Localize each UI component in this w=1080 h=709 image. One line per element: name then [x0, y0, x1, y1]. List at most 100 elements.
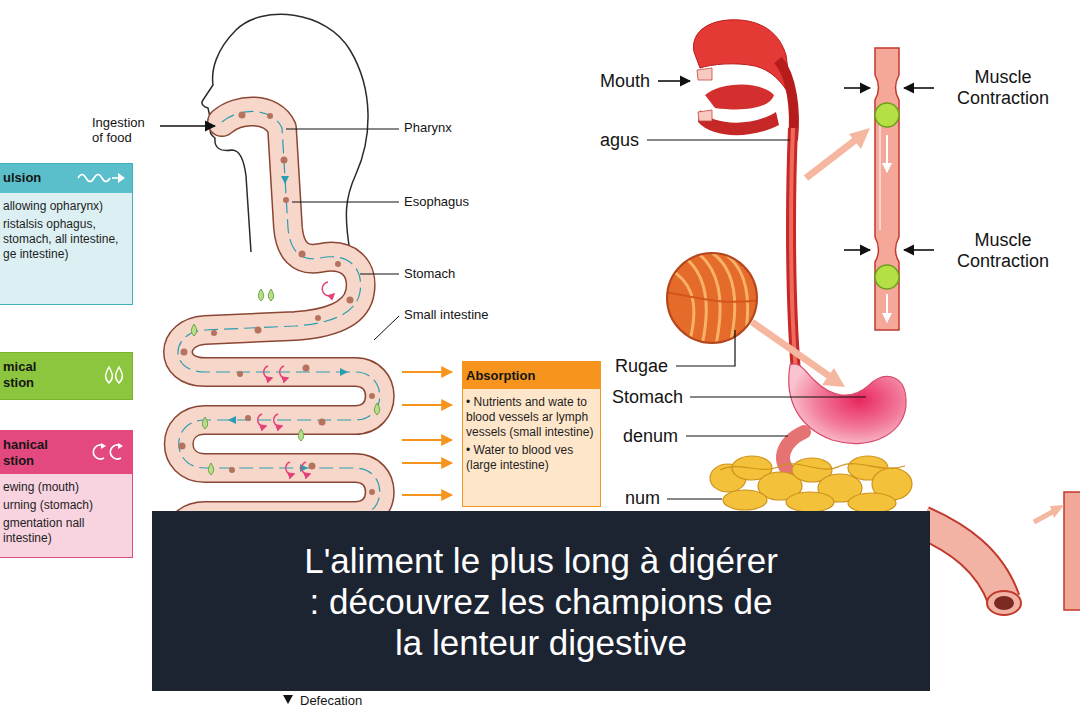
rugae-detail	[667, 253, 757, 343]
flow-arrowhead	[228, 416, 236, 424]
esophagus	[791, 128, 796, 372]
contraction-arrow	[904, 249, 934, 251]
food-particle	[267, 113, 273, 119]
part-label: Esophagus	[404, 195, 469, 210]
absorption-arrow	[402, 404, 452, 406]
rugae-detail	[666, 250, 761, 345]
part-label: Muscle Contraction	[948, 67, 1058, 108]
panel-heading: hanical stion	[3, 437, 69, 468]
large-intestine-detail	[922, 492, 1080, 615]
rugae-detail	[667, 253, 757, 343]
food-particle	[335, 261, 341, 267]
part-label: Small intestine	[404, 308, 489, 323]
part-label: Muscle Contraction	[948, 230, 1058, 271]
panel-text: urning (stomach)	[3, 498, 128, 513]
large-intestine-detail	[994, 596, 1014, 610]
muscle-tube	[875, 265, 899, 289]
panel-heading: mical stion	[3, 359, 55, 390]
muscle-tube	[886, 135, 888, 172]
mechanical-arrow	[258, 414, 266, 426]
panel-body	[0, 398, 132, 400]
food-particle	[347, 297, 354, 304]
leader-line	[667, 498, 722, 499]
leader-line	[676, 330, 735, 366]
panel-text: ewing (mouth)	[3, 480, 128, 495]
large-intestine-detail	[922, 522, 1004, 600]
muscle-tube	[886, 294, 888, 322]
part-label: Mouth	[600, 71, 650, 92]
chemical-drop	[298, 429, 303, 441]
mouth-organ	[694, 20, 794, 140]
food-particle	[309, 463, 316, 470]
mechanical-arrow	[322, 282, 334, 296]
food-particle	[211, 330, 217, 336]
esophagus	[791, 128, 796, 372]
chemical-drop	[191, 324, 196, 336]
panel-icon	[78, 173, 125, 183]
propulsion-panel: ulsion allowing opharynx)ristalsis ophagu…	[0, 163, 133, 305]
panel-icon	[93, 443, 123, 459]
food-particle	[369, 489, 375, 495]
mouth-organ	[697, 68, 712, 80]
contraction-arrow	[844, 88, 934, 250]
digestive-tract	[178, 111, 380, 516]
pointer-arrow	[822, 368, 845, 387]
pointer-arrow	[849, 128, 870, 149]
food-particle	[179, 112, 376, 519]
chemical-drop	[191, 289, 379, 475]
digestive-tract	[178, 111, 380, 560]
chemical-drop	[258, 289, 263, 301]
food-particle	[319, 419, 326, 426]
panel-icon	[106, 367, 123, 383]
leader-line	[647, 81, 866, 499]
part-label: Defecation	[300, 694, 362, 708]
rugae-detail	[708, 250, 735, 345]
leader-line	[286, 129, 399, 130]
absorption-arrow	[402, 462, 452, 464]
title-banner: L'aliment le plus long à digérer : décou…	[152, 511, 930, 691]
part-label: agus	[600, 130, 639, 151]
leader-line	[374, 316, 399, 340]
chemical-drop	[208, 463, 213, 475]
leader-line	[160, 126, 399, 340]
food-particle	[303, 365, 310, 372]
food-particle	[239, 112, 246, 119]
pointer-arrow	[752, 322, 832, 378]
mechanical-arrow	[258, 282, 334, 474]
muscle-tube	[875, 103, 899, 127]
part-label: denum	[623, 426, 678, 447]
panel-icon	[76, 170, 126, 186]
mechanical-arrow	[302, 462, 310, 474]
contraction-arrow	[844, 249, 870, 251]
panel-heading: ulsion	[3, 170, 65, 186]
intestines	[710, 456, 912, 513]
part-label: Stomach	[612, 387, 683, 408]
food-particle	[283, 197, 289, 203]
intestines	[786, 492, 834, 512]
absorption-arrow	[402, 371, 452, 373]
food-particle	[181, 349, 188, 356]
contraction-arrow	[904, 87, 934, 89]
leader-line	[647, 139, 790, 140]
leader-line	[658, 80, 690, 82]
panel-body: allowing opharynx)ristalsis ophagus, sto…	[0, 193, 132, 305]
panel-header: ulsion	[0, 164, 132, 193]
food-particle	[237, 371, 243, 377]
panel-body: ewing (mouth)urning (stomach)gmentation …	[0, 474, 132, 558]
absorption-arrow	[402, 372, 452, 495]
defecation-arrow	[283, 695, 293, 704]
pointer-arrow	[752, 128, 870, 387]
part-label: Rugae	[615, 356, 668, 377]
part-label: Ingestion of food	[92, 116, 154, 146]
muscle-tube	[875, 48, 899, 330]
part-label: Pharynx	[404, 121, 452, 136]
panel-header: mical stion	[0, 353, 132, 398]
large-intestine-detail	[922, 522, 1004, 600]
muscle-tube	[875, 48, 899, 330]
panel-icon	[90, 441, 126, 463]
panel-text: • Water to blood ves (large intestine)	[466, 443, 596, 473]
large-intestine-detail	[1064, 492, 1080, 610]
panel-header: hanical stion	[0, 431, 132, 474]
food-particle	[255, 327, 262, 334]
chemical-drop	[374, 403, 379, 415]
